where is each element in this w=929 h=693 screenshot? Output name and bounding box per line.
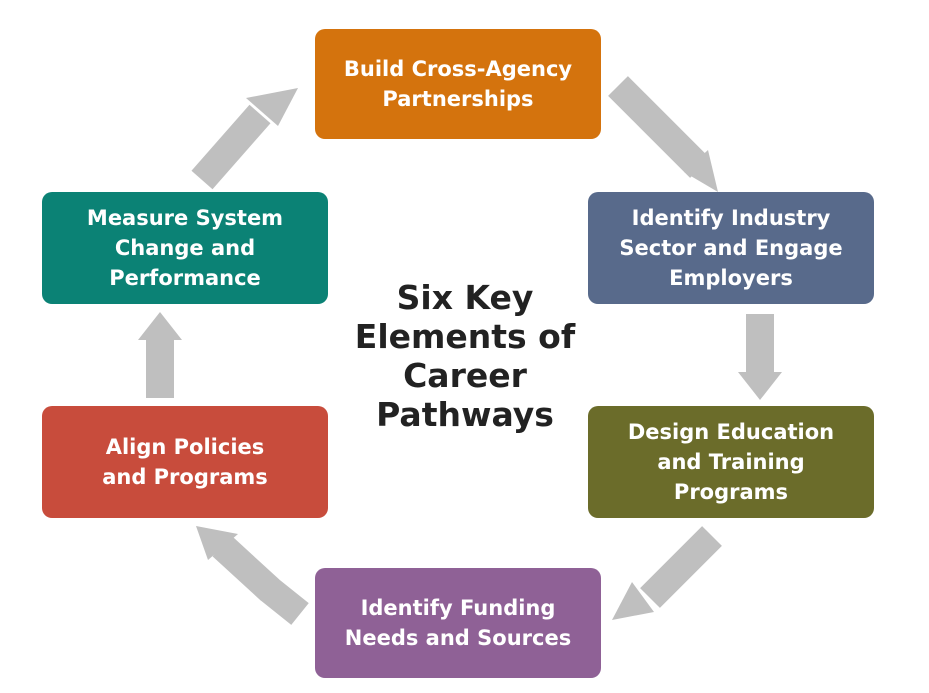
diagram-title: Six Key Elements of Career Pathways (354, 278, 576, 434)
element-align-policies: Align Policies and Programs (42, 406, 328, 518)
element-measure-system-change: Measure System Change and Performance (42, 192, 328, 304)
arrow-build-to-industry (608, 76, 710, 178)
element-design-education-training: Design Education and Training Programs (588, 406, 874, 518)
element-label: Identify Funding Needs and Sources (344, 596, 572, 650)
element-label: Build Cross-Agency Partnerships (343, 57, 573, 111)
element-build-cross-agency-partnerships: Build Cross-Agency Partnerships (315, 29, 601, 139)
arrow-head-measure-to-build (246, 88, 298, 126)
arrow-funding-to-align (212, 535, 309, 625)
arrow-head-design-to-funding (612, 582, 654, 620)
arrow-head-align-to-measure (138, 312, 182, 340)
element-label: Identify Industry Sector and Engage Empl… (619, 206, 843, 290)
arrow-head-funding-to-align (196, 526, 238, 560)
arrow-measure-to-build (191, 104, 271, 190)
arrow-head-build-to-industry (684, 150, 718, 192)
element-label: Align Policies and Programs (102, 435, 268, 489)
element-label: Measure System Change and Performance (86, 206, 284, 290)
element-identify-funding: Identify Funding Needs and Sources (315, 568, 601, 678)
arrow-design-to-funding (640, 526, 722, 608)
element-identify-industry-sector: Identify Industry Sector and Engage Empl… (588, 192, 874, 304)
element-label: Design Education and Training Programs (627, 420, 835, 504)
arrow-head-industry-to-design (738, 372, 782, 400)
